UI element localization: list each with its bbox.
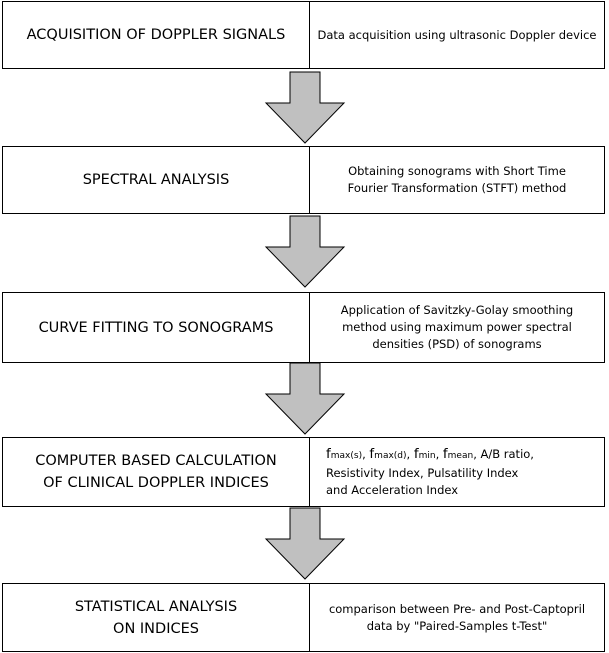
step-5-box: STATISTICAL ANALYSIS ON INDICES comparis…	[2, 583, 605, 652]
step-4-title: COMPUTER BASED CALCULATION OF CLINICAL D…	[3, 438, 310, 506]
arrow-3-icon	[264, 362, 346, 435]
step-4-title-line-1: COMPUTER BASED CALCULATION	[35, 453, 277, 469]
step-3-title-line-1: CURVE FITTING TO SONOGRAMS	[38, 319, 274, 336]
f-symbol: f	[413, 445, 419, 462]
step-4-box: COMPUTER BASED CALCULATION OF CLINICAL D…	[2, 437, 605, 507]
fmin-subscript: min	[418, 450, 436, 461]
f-symbol: f	[369, 445, 375, 462]
step-5-description: comparison between Pre- and Post-Captopr…	[310, 584, 604, 651]
fmean-subscript: mean	[447, 450, 474, 461]
ab-ratio-text: , A/B ratio,	[473, 446, 534, 461]
step-4-formula-line: fmax(s), fmax(d), fmin, fmean, A/B ratio…	[326, 446, 534, 465]
step-1-title-line-1: ACQUISITION OF DOPPLER SIGNALS	[26, 27, 286, 43]
step-5-title-line-2: ON INDICES	[113, 620, 199, 637]
step-1-description: Data acquisition using ultrasonic Dopple…	[310, 2, 604, 68]
step-5-desc-line-2: data by "Paired-Samples t-Test"	[366, 618, 548, 633]
step-5-title-line-1: STATISTICAL ANALYSIS	[74, 598, 238, 615]
arrow-4-icon	[264, 507, 346, 580]
step-4-title-line-2: OF CLINICAL DOPPLER INDICES	[43, 475, 269, 491]
step-2-title-line-1: SPECTRAL ANALYSIS	[82, 172, 230, 188]
step-3-desc-line-2: method using maximum power spectral	[342, 320, 572, 334]
step-3-box: CURVE FITTING TO SONOGRAMS Application o…	[2, 292, 605, 363]
step-2-desc-line-2: Fourier Transformation (STFT) method	[347, 181, 567, 195]
arrow-1-icon	[264, 71, 346, 144]
f-symbol: f	[326, 445, 331, 462]
step-3-title: CURVE FITTING TO SONOGRAMS	[3, 293, 310, 362]
f-symbol: f	[442, 445, 448, 462]
step-3-desc-line-3: densities (PSD) of sonograms	[372, 337, 542, 351]
step-5-title: STATISTICAL ANALYSIS ON INDICES	[3, 584, 310, 651]
separator: ,	[406, 446, 414, 461]
step-1-desc-line-1: Data acquisition using ultrasonic Dopple…	[317, 27, 597, 42]
step-1-box: ACQUISITION OF DOPPLER SIGNALS Data acqu…	[2, 1, 605, 69]
step-2-box: SPECTRAL ANALYSIS Obtaining sonograms wi…	[2, 146, 605, 214]
step-1-title: ACQUISITION OF DOPPLER SIGNALS	[3, 2, 310, 68]
fmax-s-subscript: max(s)	[330, 450, 363, 461]
separator: ,	[362, 446, 370, 461]
separator: ,	[435, 446, 443, 461]
step-2-desc-line-1: Obtaining sonograms with Short Time	[348, 164, 566, 178]
step-4-desc-line-2: and Acceleration Index	[326, 482, 459, 497]
arrow-2-icon	[264, 215, 346, 288]
step-2-description: Obtaining sonograms with Short Time Four…	[310, 147, 604, 213]
step-3-desc-line-1: Application of Savitzky-Golay smoothing	[340, 303, 574, 317]
step-4-description: fmax(s), fmax(d), fmin, fmean, A/B ratio…	[310, 438, 604, 506]
step-3-description: Application of Savitzky-Golay smoothing …	[310, 293, 604, 362]
step-2-title: SPECTRAL ANALYSIS	[3, 147, 310, 213]
step-4-desc-line-1: Resistivity Index, Pulsatility Index	[326, 465, 519, 480]
step-5-desc-line-1: comparison between Pre- and Post-Captopr…	[328, 601, 586, 616]
fmax-d-subscript: max(d)	[374, 450, 407, 461]
